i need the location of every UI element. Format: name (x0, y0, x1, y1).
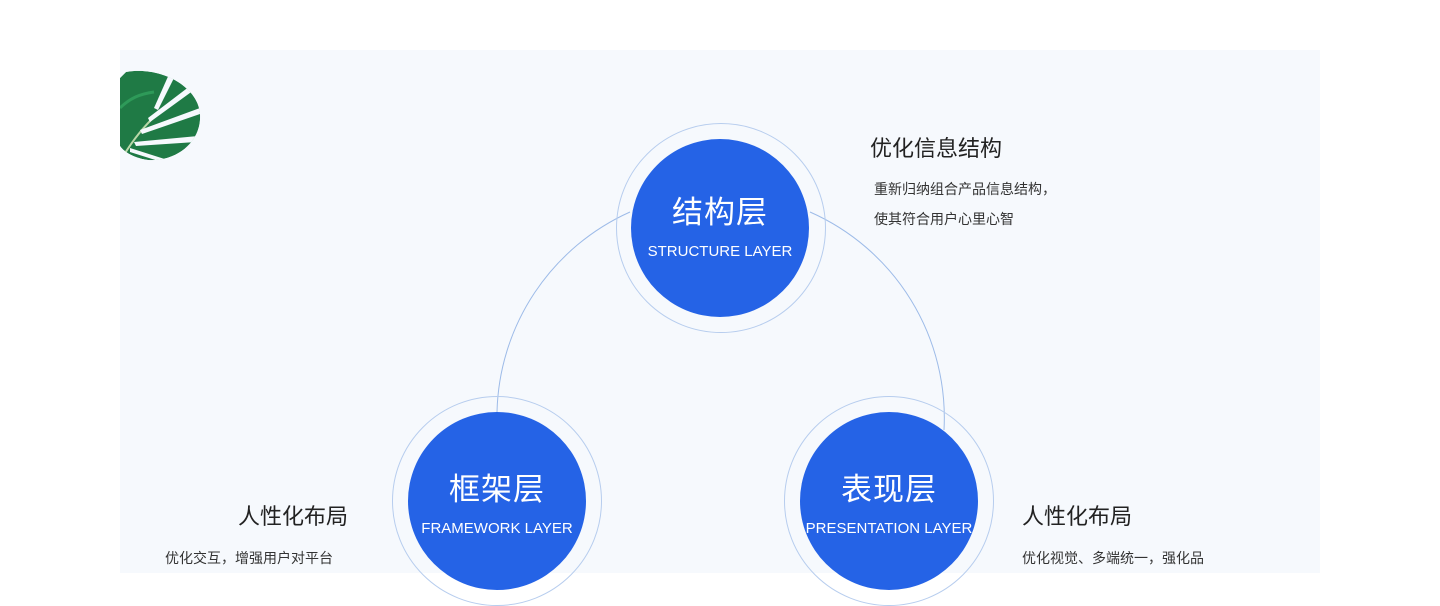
structure-desc-line: 重新归纳组合产品信息结构， (874, 182, 1056, 198)
structure-title: 优化信息结构 (870, 137, 1003, 162)
framework-layer-english: FRAMEWORK LAYER (421, 520, 573, 537)
framework-description: 优化交互，增强用户对平台 (165, 544, 333, 574)
structure-layer-circle[interactable]: 结构层 STRUCTURE LAYER (631, 139, 809, 317)
structure-layer-name: 结构层 (672, 195, 768, 231)
presentation-layer-english: PRESENTATION LAYER (805, 520, 973, 537)
structure-desc-line: 使其符合用户心里心智 (874, 212, 1014, 228)
presentation-title: 人性化布局 (1022, 505, 1133, 530)
presentation-desc-line: 优化视觉、多端统一，强化品 (1022, 551, 1204, 567)
framework-layer-circle[interactable]: 框架层 FRAMEWORK LAYER (408, 412, 586, 590)
framework-title: 人性化布局 (238, 505, 349, 530)
structure-layer-english: STRUCTURE LAYER (647, 243, 793, 260)
structure-description: 重新归纳组合产品信息结构， 使其符合用户心里心智 (874, 175, 1056, 235)
framework-layer-name: 框架层 (449, 472, 545, 508)
presentation-layer-name: 表现层 (841, 472, 937, 508)
framework-desc-line: 优化交互，增强用户对平台 (165, 551, 333, 567)
structure-layer-ring (616, 123, 826, 333)
presentation-description: 优化视觉、多端统一，强化品 (1022, 544, 1204, 574)
monstera-leaf-icon (120, 70, 201, 161)
presentation-layer-circle[interactable]: 表现层 PRESENTATION LAYER (800, 412, 978, 590)
